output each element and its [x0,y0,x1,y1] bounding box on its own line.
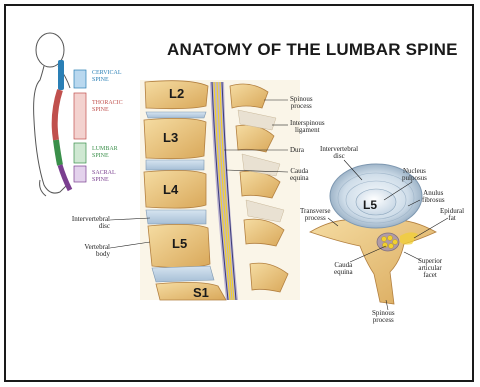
label-superior-articular-facet: Superiorarticularfacet [418,258,442,279]
vertebra-label-s1: S1 [193,285,209,300]
label-intervertebral-disc-sagittal: Intervertebraldisc [62,216,110,230]
label-spinous-process-axial: Spinousprocess [372,310,395,324]
label-epidural-fat: Epiduralfat [440,208,464,222]
label-nucleus-pulposus: Nucleuspulposus [402,168,427,182]
region-label-cervical: CERVICALSPINE [92,70,122,83]
label-spinous-process: Spinousprocess [290,96,313,110]
region-label-lumbar: LUMBARSPINE [92,146,118,159]
label-anulus-fibrosus: Anulusfibrosus [422,190,445,204]
label-dura: Dura [290,147,304,154]
label-vertebral-body: Vertebralbody [70,244,110,258]
axial-vertebra-label: L5 [363,198,377,212]
label-cauda-equina-sagittal: Caudaequina [290,168,309,182]
label-cauda-equina-axial: Caudaequina [334,262,353,276]
region-label-thoracic: THORACICSPINE [92,100,123,113]
axial-section [310,164,436,304]
vertebra-label-l3: L3 [163,130,178,145]
label-interspinous-ligament: Interspinousligament [290,120,325,134]
region-brackets [74,70,86,182]
region-label-sacral: SACRALSPINE [92,170,116,183]
vertebra-label-l5: L5 [172,236,187,251]
vertebra-label-l4: L4 [163,182,178,197]
silhouette-spine [55,60,70,190]
label-intervertebral-disc-axial: Intervertebraldisc [320,146,358,160]
vertebra-label-l2: L2 [169,86,184,101]
label-transverse-process: Transverseprocess [300,208,330,222]
